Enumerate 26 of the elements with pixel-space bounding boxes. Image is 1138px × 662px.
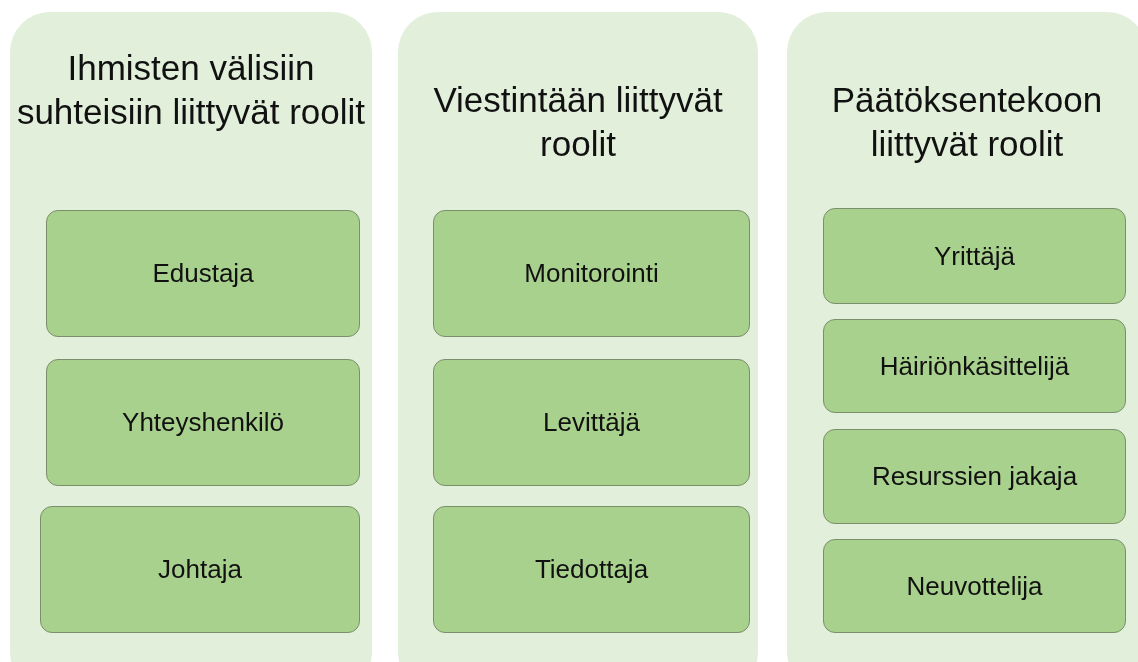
role-label: Levittäjä (543, 407, 640, 438)
role-box (433, 359, 750, 486)
role-label: Neuvottelija (906, 570, 1043, 602)
group-heading: Päätöksentekoon liittyvät roolit (830, 79, 1104, 165)
role-label: Yhteyshenkilö (122, 407, 284, 438)
role-box (46, 359, 360, 486)
role-box (433, 506, 750, 633)
role-label: Johtaja (158, 554, 242, 585)
role-box (40, 506, 360, 633)
group-panel (787, 12, 1138, 662)
role-label: Tiedottaja (534, 554, 649, 585)
group-panel (10, 12, 372, 662)
role-label: Yrittäjä (934, 240, 1015, 272)
role-box (823, 429, 1126, 524)
role-box (823, 319, 1126, 413)
role-box (823, 539, 1126, 633)
role-label: Resurssien jakaja (871, 461, 1078, 492)
group-heading: Viestintään liittyvät roolit (432, 79, 724, 165)
role-label: Edustaja (152, 258, 254, 289)
role-box (823, 208, 1126, 304)
role-box (433, 210, 750, 337)
group-panel (398, 12, 758, 662)
role-box (46, 210, 360, 337)
group-heading: Ihmisten välisiin suhteisiin liittyvät roolit (16, 47, 366, 133)
role-label: Monitorointi (524, 258, 659, 289)
role-label: Häiriönkäsittelijä (879, 350, 1070, 382)
